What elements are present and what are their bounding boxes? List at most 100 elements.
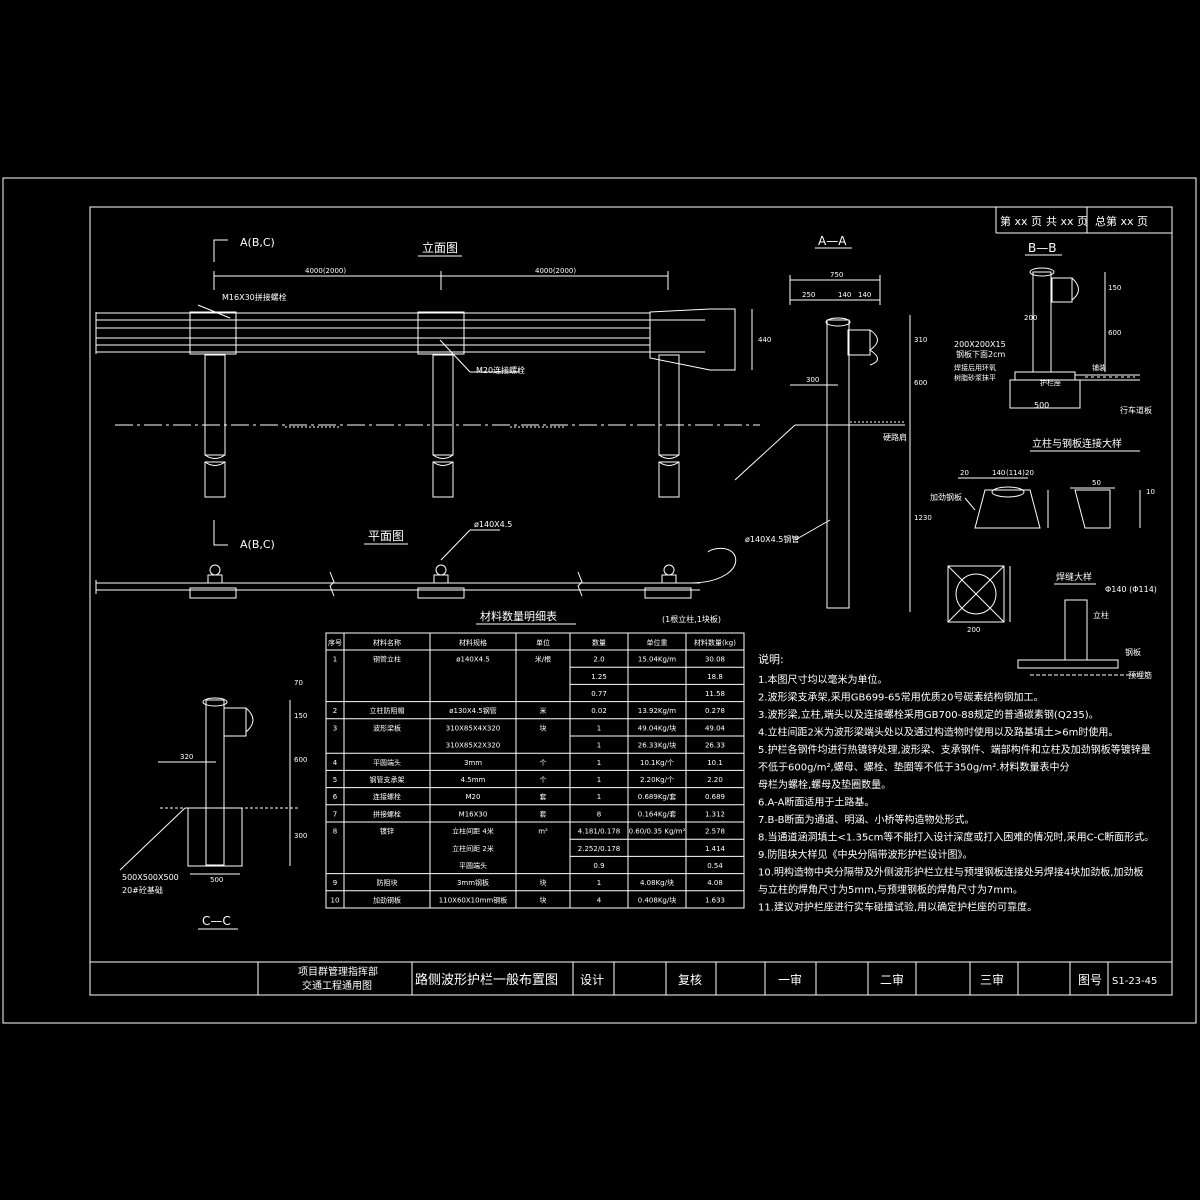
table-cell: 4: [597, 896, 602, 904]
svg-text:200: 200: [1024, 314, 1037, 322]
title-block: 项目群管理指挥部 交通工程通用图 路侧波形护栏一般布置图 设计 复核 一审 二审…: [90, 961, 1172, 995]
table-cell: 2.252/0.178: [578, 845, 620, 853]
table-cell: 连接螺栓: [373, 792, 401, 801]
svg-text:ø140X4.5钢管: ø140X4.5钢管: [745, 534, 799, 544]
note-line: 2.波形梁支承架,采用GB699-65常用优质20号碳素结构钢加工。: [758, 691, 1043, 704]
table-cell: 30.08: [705, 656, 725, 664]
note-line: 母栏为螺栓,螺母及垫圈数量。: [758, 778, 891, 791]
table-cell: 3mm: [464, 759, 482, 767]
table-cell: 1.25: [591, 673, 607, 681]
table-cell: 15.04Kg/m: [638, 656, 676, 664]
table-cell: 4.08Kg/块: [640, 878, 674, 887]
post-1: [204, 354, 226, 498]
table-cell: ø130X4.5钢管: [449, 706, 497, 715]
note-line: 7.B-B断面为通道、明涵、小桥等构造物处形式。: [758, 813, 975, 826]
svg-text:1230: 1230: [914, 514, 932, 522]
review2-label: 二审: [880, 972, 904, 987]
note-line: 6.A-A断面适用于土路基。: [758, 796, 874, 809]
section-bb-title: B—B: [1028, 241, 1056, 255]
svg-text:立柱: 立柱: [1093, 610, 1109, 620]
section-cc: 500 320 70 150 600 300 500X500X500 20#砼基…: [119, 679, 307, 930]
table-cell: 11.58: [705, 690, 725, 698]
note-line: 1.本图尺寸均以毫米为单位。: [758, 673, 888, 686]
review3-label: 三审: [980, 972, 1004, 987]
table-cell: ø140X4.5: [456, 656, 490, 664]
section-mark-bottom: A(B,C): [240, 538, 275, 551]
note-line: 3.波形梁,立柱,端头以及连接螺栓采用GB700-88规定的普通碳素钢(Q235…: [758, 708, 1099, 721]
svg-text:500: 500: [210, 876, 223, 884]
table-cell: 套: [540, 792, 547, 801]
svg-text:焊接后用环氧: 焊接后用环氧: [954, 363, 996, 372]
table-cell: 个: [540, 776, 547, 784]
svg-text:600: 600: [294, 756, 307, 764]
svg-text:护栏座: 护栏座: [1040, 378, 1061, 387]
table-cell: 钢管支承架: [370, 775, 405, 784]
svg-text:预埋筋: 预埋筋: [1128, 670, 1152, 680]
table-cell: M20: [466, 793, 481, 801]
sheet-number: 第 xx 页: [1000, 214, 1042, 228]
post-spec-label: ø140X4.5: [474, 520, 512, 529]
table-cell: 0.02: [591, 707, 607, 715]
note-line: 10.明构造物中央分隔带及外侧波形护栏立柱与预埋钢板连接处另焊接4块加劲板,加劲…: [758, 866, 1143, 879]
table-cell: 4.08: [707, 879, 723, 887]
table-header-cell: 单位: [536, 638, 550, 647]
stiffener-details: 20 140 (114) 20 加劲钢板 50 10 200 焊缝大样 Φ140…: [930, 469, 1157, 680]
svg-text:(114): (114): [1006, 469, 1025, 477]
table-cell: 26.33: [705, 742, 725, 750]
svg-text:600: 600: [914, 379, 927, 387]
table-note: (1根立柱,1块板): [662, 614, 721, 624]
bb-detail-title: 立柱与钢板连接大样: [1032, 437, 1122, 450]
table-cell: 1.633: [705, 896, 725, 904]
table-cell: 钢管立柱: [373, 655, 401, 664]
table-cell: 2: [333, 707, 337, 715]
table-cell: 块: [540, 878, 547, 887]
svg-text:树脂砂浆抹平: 树脂砂浆抹平: [954, 373, 996, 382]
table-cell: 米/根: [535, 655, 551, 664]
bolt-large-label: M20连接螺栓: [476, 365, 525, 375]
table-cell: m²: [538, 828, 548, 836]
table-cell: 18.8: [707, 673, 723, 681]
table-cell: 26.33Kg/块: [638, 741, 676, 750]
weld-detail-title: 焊缝大样: [1056, 571, 1092, 583]
table-cell: 0.60/0.35 Kg/m²: [629, 828, 686, 836]
table-cell: 5: [333, 776, 337, 784]
project-line2: 交通工程通用图: [302, 979, 372, 992]
table-cell: 3mm钢板: [457, 878, 489, 887]
table-cell: 310X85X4X320: [446, 724, 500, 732]
section-cc-title: C—C: [202, 914, 231, 928]
table-cell: 平圆端头: [373, 758, 401, 767]
elevation-title: 立面图: [422, 240, 458, 255]
table-cell: 310X85X2X320: [446, 742, 500, 750]
svg-text:200X200X15: 200X200X15: [954, 340, 1006, 349]
table-cell: 1: [597, 879, 601, 887]
note-line: 4.立柱间距2米为波形梁端头处以及通过构造物时使用以及路基填土>6m时使用。: [758, 726, 1118, 739]
table-cell: 9: [333, 879, 337, 887]
svg-text:Φ140 (Φ114): Φ140 (Φ114): [1105, 585, 1157, 594]
table-cell: 0.408Kg/块: [638, 895, 676, 904]
table-cell: 0.9: [593, 862, 604, 870]
table-cell: 块: [540, 895, 547, 904]
table-cell: 拼接螺栓: [373, 809, 401, 818]
table-cell: 4: [333, 759, 338, 767]
span-2-dim: 4000(2000): [535, 267, 576, 275]
table-cell: 块: [540, 723, 547, 732]
span-1-dim: 4000(2000): [305, 267, 346, 275]
svg-text:500: 500: [1034, 401, 1049, 410]
drawing-no-label: 图号: [1078, 973, 1102, 987]
svg-text:500X500X500: 500X500X500: [122, 873, 179, 882]
material-table: 材料数量明细表 (1根立柱,1块板) 序号材料名称材料规格单位数量单位重材料数量…: [325, 609, 745, 909]
table-cell: 8: [597, 810, 601, 818]
table-cell: 0.689: [705, 793, 725, 801]
table-cell: 波形梁板: [373, 723, 401, 732]
note-line: 与立柱的焊角尺寸为5mm,与预埋钢板的焊角尺寸为7mm。: [758, 883, 1023, 896]
svg-text:440: 440: [758, 336, 771, 344]
table-cell: 防阻块: [377, 878, 398, 887]
table-cell: 镀锌: [380, 827, 394, 836]
table-cell: 1: [597, 793, 601, 801]
table-cell: 7: [333, 810, 337, 818]
check-label: 复核: [678, 973, 702, 987]
svg-text:140: 140: [992, 469, 1005, 477]
table-cell: 立柱间距 2米: [452, 844, 494, 853]
design-label: 设计: [580, 973, 604, 987]
